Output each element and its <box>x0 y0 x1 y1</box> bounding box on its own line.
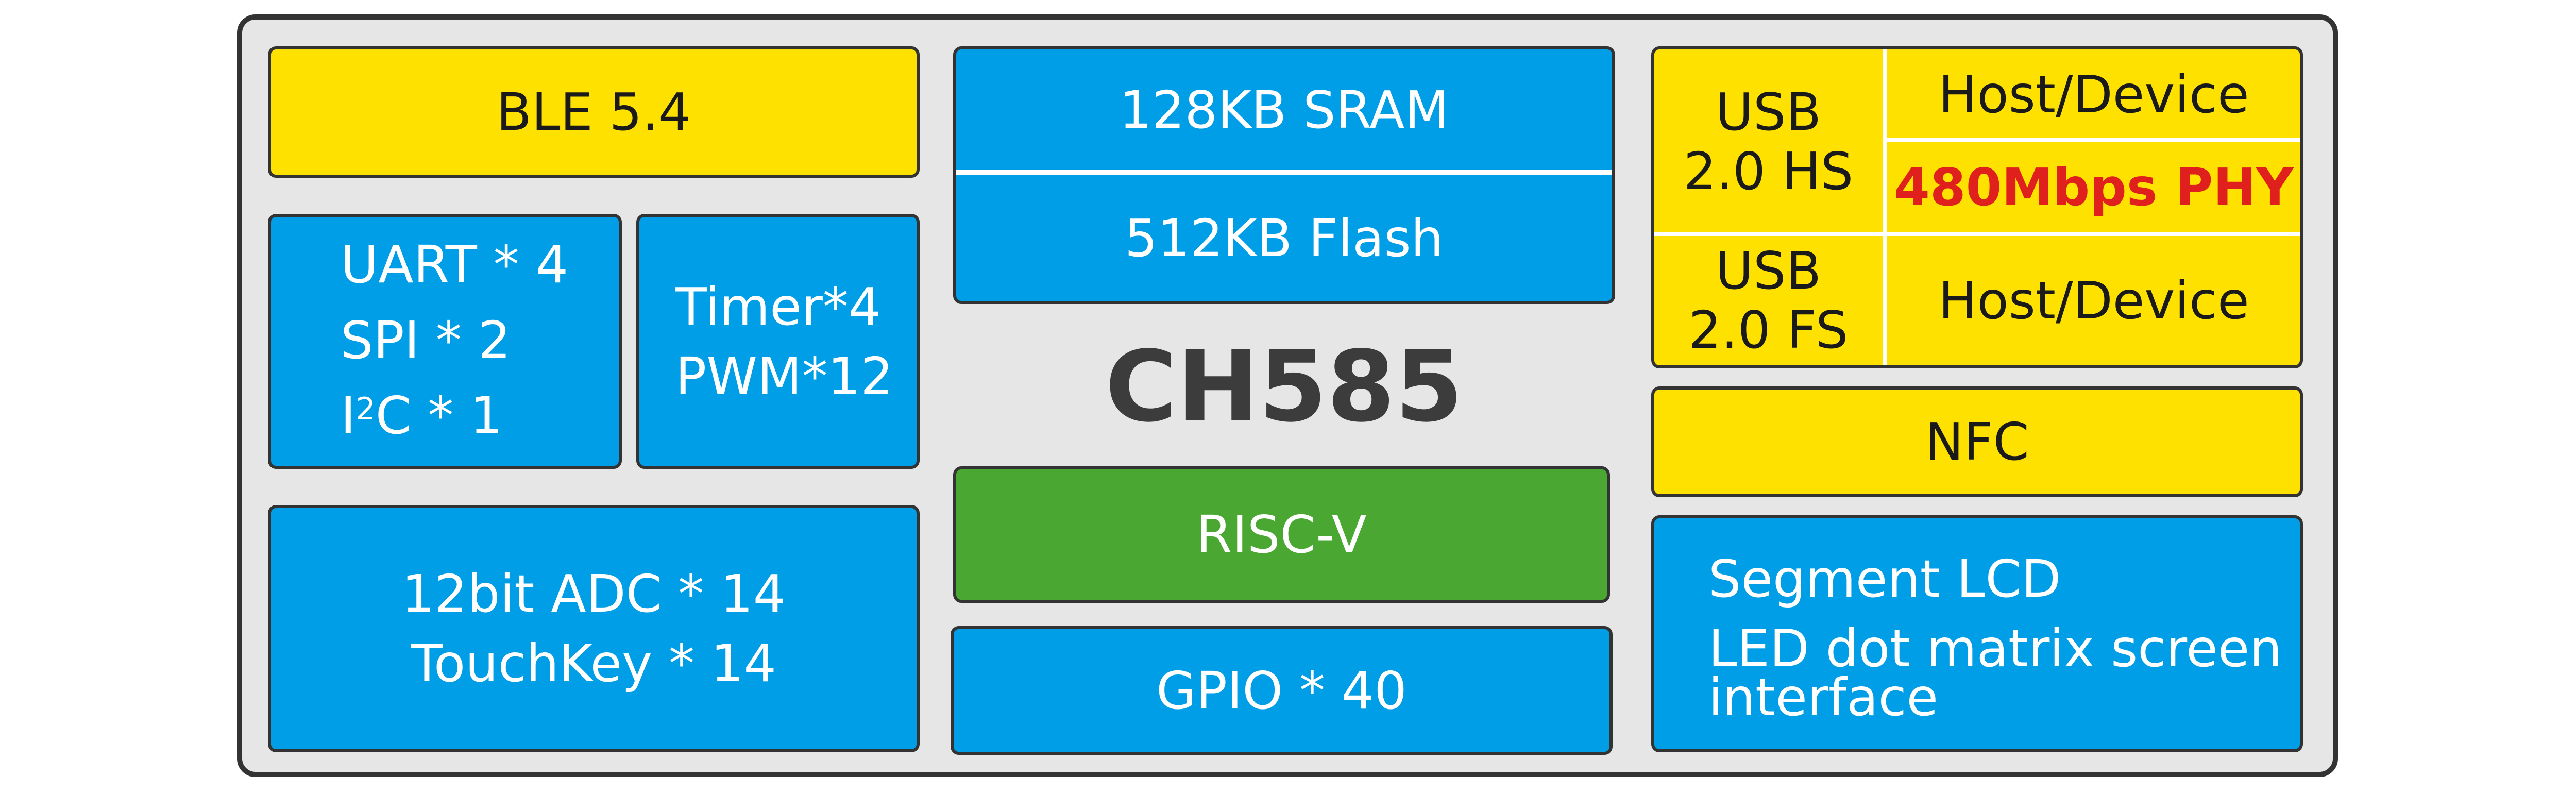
timer-pwm-block: Timer*4 PWM*12 <box>636 214 920 469</box>
lcd-line3: interface <box>1708 667 1938 728</box>
usb-hs-mode-cell: Host/Device <box>1888 49 2300 140</box>
riscv-label: RISC-V <box>1196 504 1367 565</box>
usb-fs-cell: USB 2.0 FS <box>1654 236 1883 365</box>
sram-cell: 128KB SRAM <box>956 49 1612 170</box>
adc-label: 12bit ADC * 14 <box>401 564 786 624</box>
lcd-block: Segment LCD LED dot matrix screen interf… <box>1651 515 2303 752</box>
usb-hs-subdivider <box>1887 138 2300 142</box>
sram-label: 128KB SRAM <box>1119 79 1449 140</box>
usb-hs-phy: 480Mbps PHY <box>1894 157 2294 217</box>
usb-fs-line1: USB <box>1715 241 1822 301</box>
memory-divider <box>956 170 1612 176</box>
lcd-line1: Segment LCD <box>1708 549 2061 609</box>
timer-label: Timer*4 <box>675 276 882 337</box>
usb-hs-line2: 2.0 HS <box>1683 141 1854 201</box>
usb-vertical-divider <box>1883 49 1887 365</box>
flash-cell: 512KB Flash <box>956 175 1612 301</box>
serial-interfaces-block: UART * 4 SPI * 2 I2C * 1 <box>268 214 622 469</box>
adc-touchkey-block: 12bit ADC * 14 TouchKey * 14 <box>268 505 920 752</box>
usb-hs-mode: Host/Device <box>1938 64 2249 125</box>
i2c-label: I2C * 1 <box>341 385 503 446</box>
spi-label: SPI * 2 <box>341 310 511 370</box>
touchkey-label: TouchKey * 14 <box>411 633 777 694</box>
uart-label: UART * 4 <box>341 234 569 295</box>
usb-fs-mode-cell: Host/Device <box>1888 236 2300 365</box>
ble-block: BLE 5.4 <box>268 46 920 178</box>
riscv-block: RISC-V <box>953 466 1610 603</box>
nfc-block: NFC <box>1651 386 2303 497</box>
usb-hs-cell: USB 2.0 HS <box>1654 49 1883 234</box>
flash-label: 512KB Flash <box>1125 208 1444 268</box>
lcd-line2: LED dot matrix screen <box>1708 618 2282 679</box>
pwm-label: PWM*12 <box>675 346 893 407</box>
ble-label: BLE 5.4 <box>496 82 691 142</box>
usb-fs-mode: Host/Device <box>1938 270 2249 331</box>
chip-title: CH585 <box>1105 330 1464 444</box>
usb-fs-line2: 2.0 FS <box>1688 300 1849 360</box>
gpio-label: GPIO * 40 <box>1156 660 1407 721</box>
usb-block: USB 2.0 HS Host/Device 480Mbps PHY USB 2… <box>1651 46 2303 368</box>
usb-hs-line1: USB <box>1715 82 1822 142</box>
memory-block: 128KB SRAM 512KB Flash <box>953 46 1615 304</box>
usb-row-divider <box>1654 232 2300 236</box>
nfc-label: NFC <box>1925 412 2029 472</box>
gpio-block: GPIO * 40 <box>951 626 1613 755</box>
usb-hs-phy-cell: 480Mbps PHY <box>1888 142 2300 232</box>
